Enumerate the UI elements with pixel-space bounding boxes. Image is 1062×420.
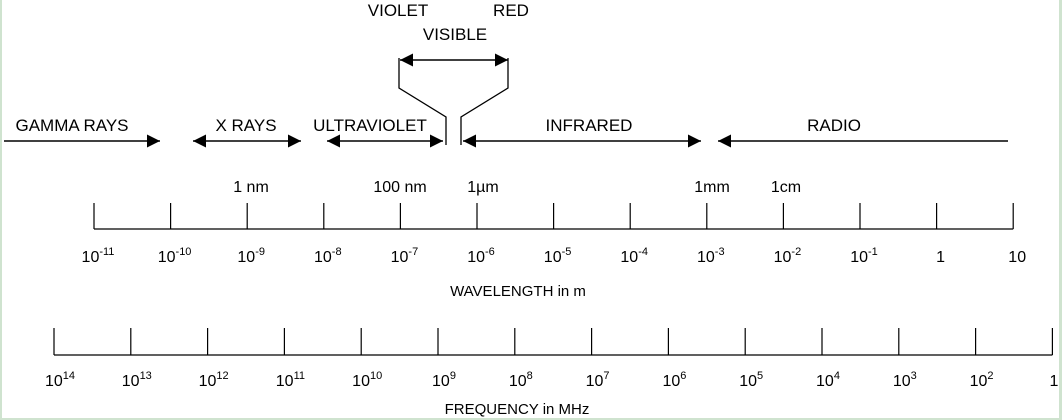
visible-funnel-right [460,58,509,145]
gamma-rays-label: GAMMA RAYS [15,116,128,135]
infrared-label: INFRARED [546,116,633,135]
frequency-tick-label: 104 [816,370,840,390]
frame-bottom-edge [0,418,1062,420]
marker-1mm: 1mm [694,179,730,196]
wavelength-tick-label: 10-10 [158,246,192,266]
frequency-tick-label: 1010 [352,370,382,390]
wavelength-tick-label: 10-7 [391,246,419,266]
wavelength-tick-label: 1 [936,249,945,266]
wavelength-tick-label: 10-11 [82,246,115,266]
wavelength-tick-label: 10-9 [237,246,265,266]
frequency-tick-label: 1012 [199,370,229,390]
visible-funnel-left [398,58,447,145]
frequency-tick-label: 107 [586,370,610,390]
x-rays-label: X RAYS [215,116,276,135]
frequency-tick-labels: 1014 1013 1012 1011 1010 109 108 107 106 105 104 10… [45,370,1062,390]
marker-100nm: 100 nm [373,179,426,196]
visible-label: VISIBLE [423,25,487,44]
ultraviolet-label: ULTRAVIOLET [313,116,427,135]
wavelength-caption: WAVELENGTH in m [450,283,586,300]
frequency-tick-label: 109 [432,370,456,390]
frequency-tick-label: 105 [739,370,763,390]
radio-label: RADIO [807,116,861,135]
frequency-tick-label: 106 [662,370,686,390]
wavelength-tick-label: 10-8 [314,246,342,266]
frequency-axis [53,328,1054,356]
frequency-tick-label: 1014 [45,370,75,390]
wavelength-tick-label: 10-3 [697,246,725,266]
wavelength-tick-label: 10-4 [620,246,648,266]
red-label: RED [493,1,529,20]
frequency-tick-label: 1013 [122,370,152,390]
wavelength-tick-label: 10 [1008,249,1026,266]
wavelength-tick-label: 10-6 [467,246,495,266]
frequency-tick-label: 103 [893,370,917,390]
frame-left-edge [0,0,2,420]
frequency-caption: FREQUENCY in MHz [445,401,590,418]
marker-1cm: 1cm [771,179,801,196]
frequency-tick-label: 1011 [276,370,305,390]
wavelength-tick-label: 10-2 [774,246,802,266]
marker-1nm: 1 nm [233,179,269,196]
marker-1um: 1µm [467,179,498,196]
wavelength-tick-label: 10-1 [850,246,878,266]
frequency-tick-label: 108 [509,370,533,390]
frame-right-edge [1059,0,1062,420]
wavelength-axis [93,203,1014,230]
frequency-tick-label: 102 [970,370,994,390]
wavelength-tick-label: 10-5 [544,246,572,266]
frequency-tick-label: 10 [1050,373,1062,390]
violet-label: VIOLET [368,1,428,20]
